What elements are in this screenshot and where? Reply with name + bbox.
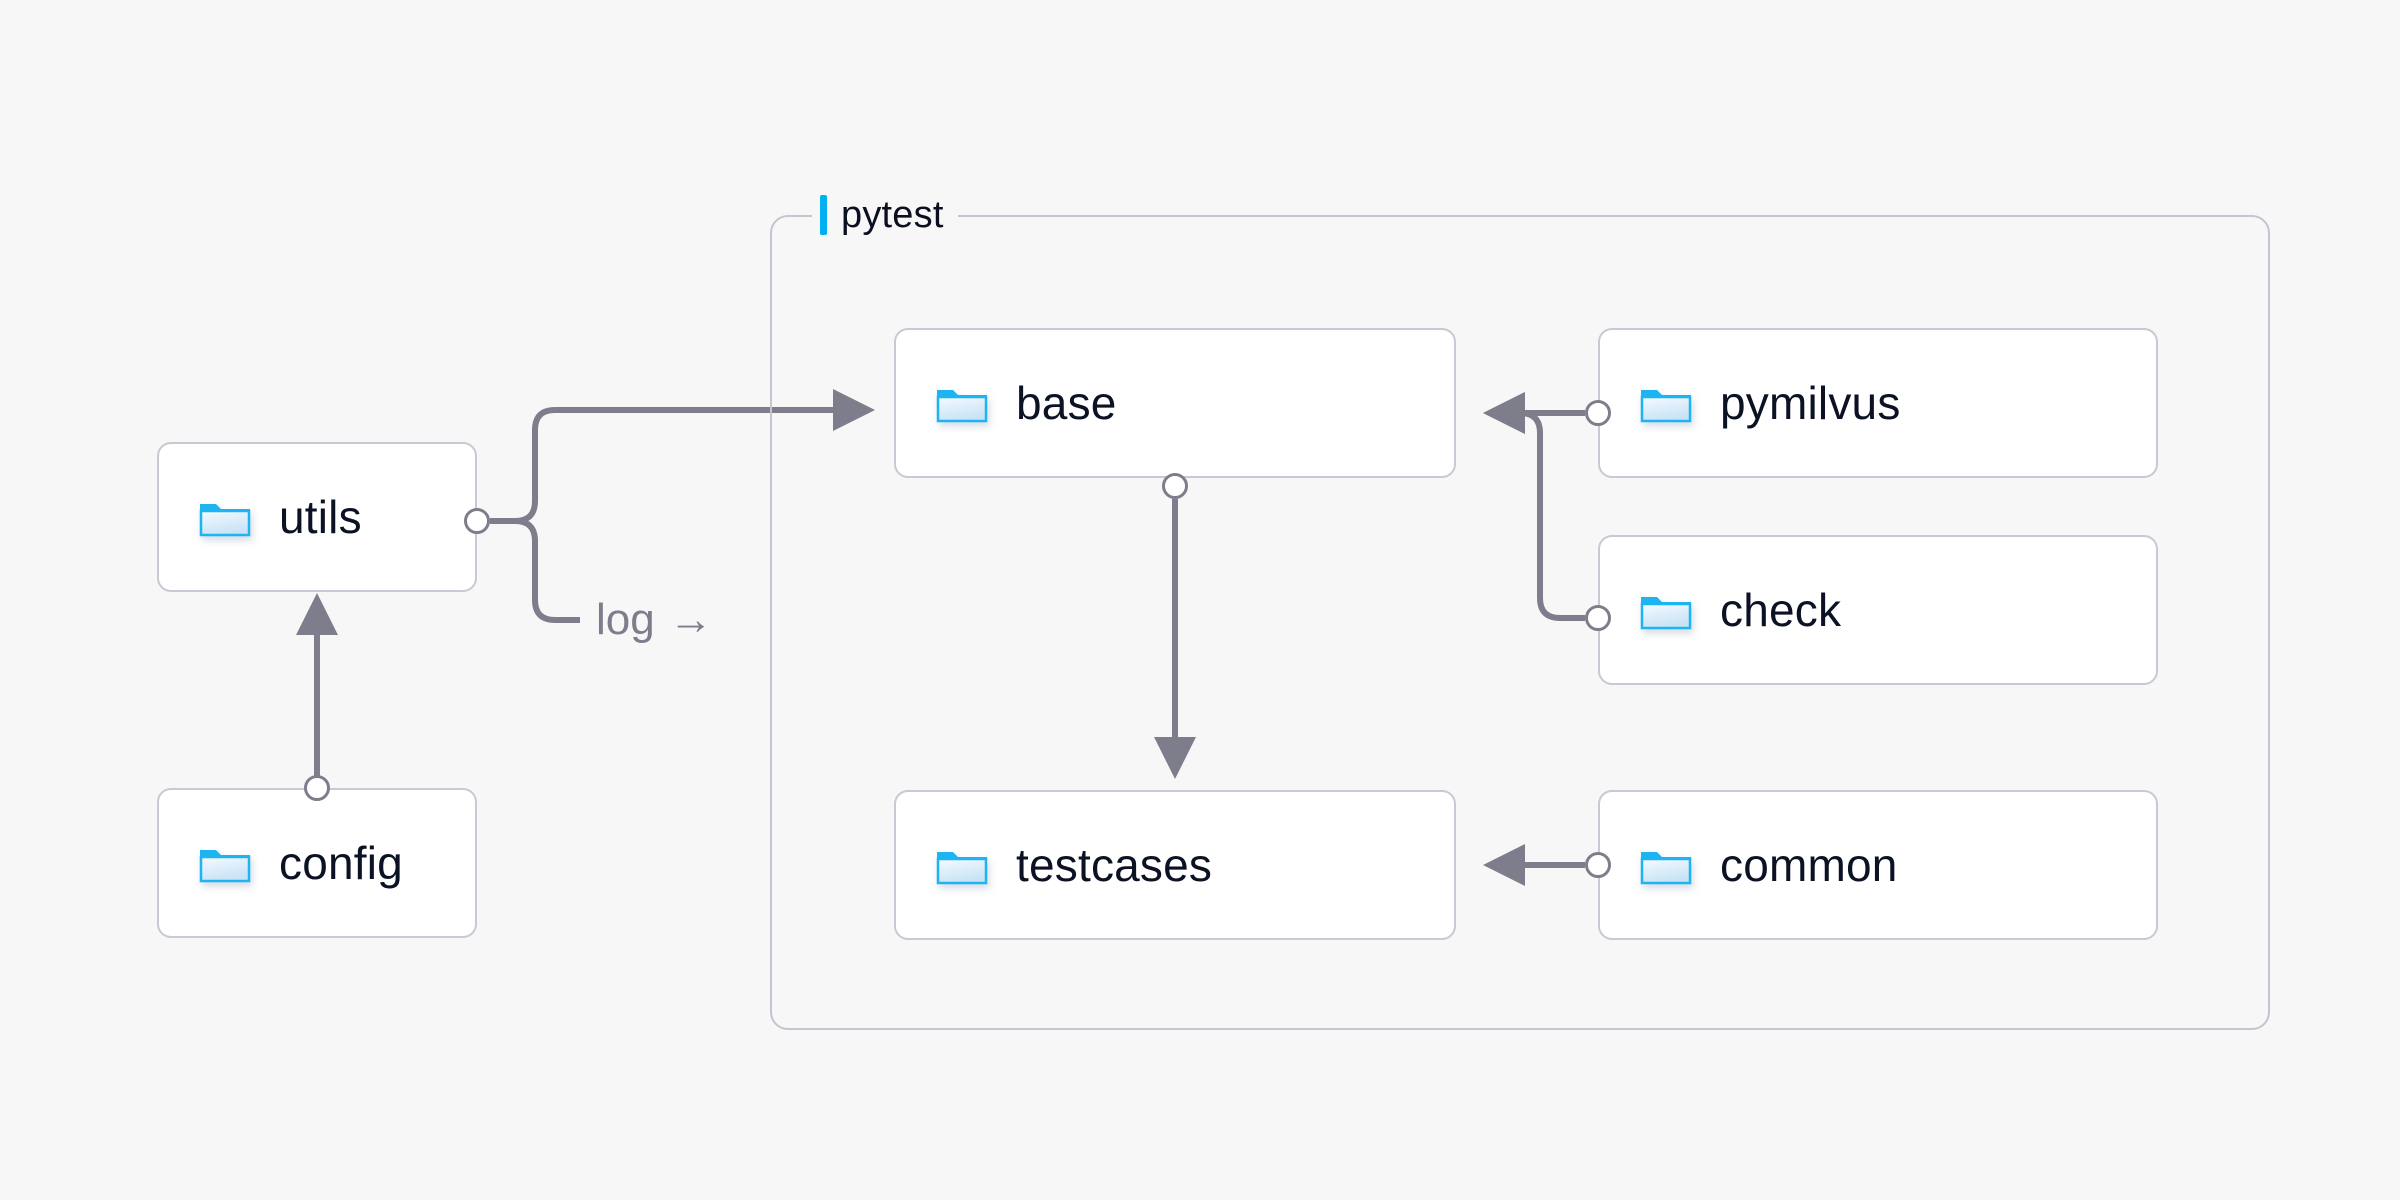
port-check-left[interactable]	[1585, 605, 1611, 631]
folder-icon	[199, 504, 251, 537]
group-accent-bar	[820, 195, 827, 235]
folder-icon	[1640, 852, 1692, 885]
folder-icon	[936, 852, 988, 885]
node-testcases-label: testcases	[1016, 839, 1213, 891]
edge-label-log: log →	[596, 598, 713, 642]
node-base[interactable]: base	[894, 328, 1456, 478]
node-pymilvus-label: pymilvus	[1720, 377, 1901, 429]
folder-icon	[936, 390, 988, 423]
node-config[interactable]: config	[157, 788, 477, 938]
node-common-label: common	[1720, 839, 1898, 891]
node-check-label: check	[1720, 584, 1842, 636]
folder-icon	[1640, 390, 1692, 423]
folder-icon	[199, 850, 251, 883]
folder-icon	[1640, 597, 1692, 630]
node-base-label: base	[1016, 377, 1117, 429]
port-utils-right[interactable]	[464, 508, 490, 534]
node-config-label: config	[279, 837, 403, 889]
edge-utils-to-log	[490, 518, 580, 623]
port-config-top[interactable]	[304, 775, 330, 801]
arrow-right-icon: →	[668, 595, 713, 644]
node-testcases[interactable]: testcases	[894, 790, 1456, 940]
group-pytest-label: pytest	[812, 192, 958, 238]
node-pymilvus[interactable]: pymilvus	[1598, 328, 2158, 478]
port-pymilvus-left[interactable]	[1585, 400, 1611, 426]
node-common[interactable]: common	[1598, 790, 2158, 940]
node-check[interactable]: check	[1598, 535, 2158, 685]
group-pytest[interactable]	[770, 215, 2270, 1030]
group-label-text: pytest	[841, 194, 944, 236]
port-common-left[interactable]	[1585, 852, 1611, 878]
node-utils[interactable]: utils	[157, 442, 477, 592]
node-utils-label: utils	[279, 491, 362, 543]
port-base-bottom[interactable]	[1162, 473, 1188, 499]
edge-label-log-text: log	[596, 595, 655, 644]
